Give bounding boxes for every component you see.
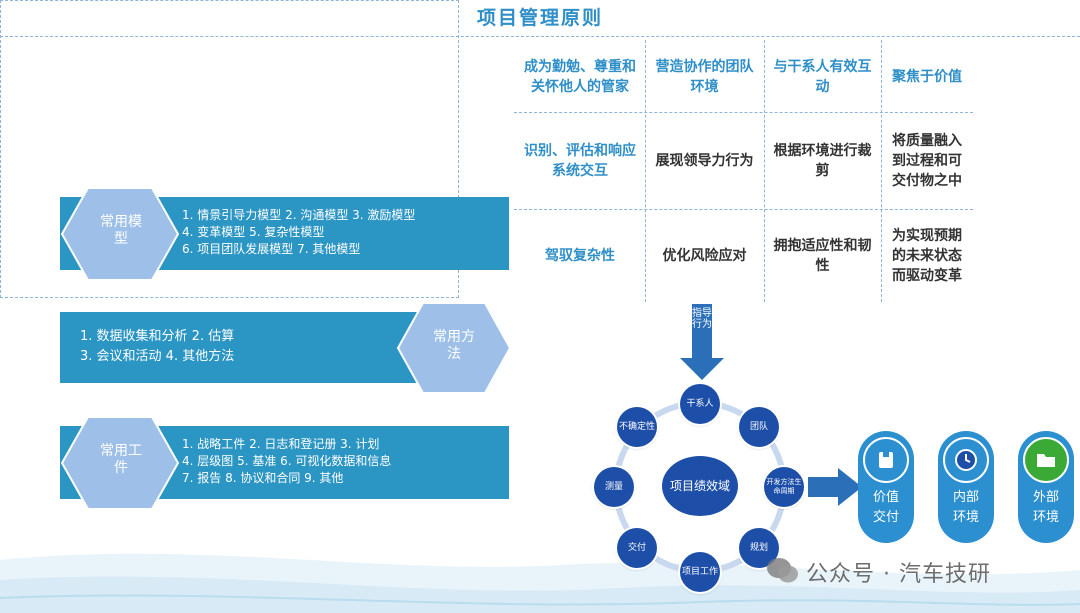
principle-cell: 拥抱适应性和韧性	[773, 238, 872, 274]
wheel-node-project-work: 项目工作	[680, 552, 720, 592]
tools-line: 1. 战略工件 2. 日志和登记册 3. 计划	[182, 437, 380, 451]
wheel-node-team: 团队	[739, 407, 779, 447]
models-line: 4. 变革模型 5. 复杂性模型	[182, 225, 325, 239]
methods-line: 3. 会议和活动 4. 其他方法	[80, 349, 235, 364]
principle-cell: 识别、评估和响应系统交互	[524, 143, 636, 179]
grid-divider	[514, 209, 973, 210]
clock-icon	[943, 437, 989, 483]
wheel-node-lifecycle: 开发方法生命周期	[764, 467, 804, 507]
folder-icon	[1023, 437, 1069, 483]
wheel-node-delivery: 交付	[617, 528, 657, 568]
tools-hexagon	[60, 416, 180, 510]
grid-divider	[514, 112, 973, 113]
principle-cell: 聚焦于价值	[892, 68, 962, 85]
principle-cell: 成为勤勉、尊重和关怀他人的管家	[524, 58, 636, 95]
wheel-node-uncertainty: 不确定性	[617, 407, 657, 447]
principles-title: 项目管理原则	[0, 0, 1080, 37]
models-line: 6. 项目团队发展模型 7. 其他模型	[182, 242, 361, 256]
right-arrow	[808, 468, 862, 506]
tools-line: 7. 报告 8. 协议和合同 9. 其他	[182, 471, 344, 485]
guide-arrow-label: 指导行为	[692, 308, 712, 330]
principle-cell: 优化风险应对	[662, 248, 747, 264]
models-line: 1. 情景引导力模型 2. 沟通模型 3. 激励模型	[182, 208, 416, 222]
principle-cell: 与干系人有效互动	[773, 58, 872, 95]
wheel-node-stakeholders: 干系人	[680, 384, 720, 424]
principles-table: 项目管理原则	[0, 0, 1080, 298]
principle-cell: 根据环境进行裁剪	[773, 143, 872, 179]
grid-divider	[645, 40, 646, 302]
principle-cell: 将质量融入到过程和可交付物之中	[892, 133, 962, 189]
value-delivery-label: 价值交付	[872, 490, 899, 525]
principle-cell: 为实现预期的未来状态而驱动变革	[892, 228, 962, 284]
watermark: 公众号 · 汽车技研	[806, 562, 991, 587]
box-icon	[863, 437, 909, 483]
grid-divider	[764, 40, 765, 302]
principle-cell: 展现领导力行为	[655, 153, 754, 169]
methods-hexagon	[396, 302, 512, 394]
methods-line: 1. 数据收集和分析 2. 估算	[80, 329, 235, 344]
models-hex-label: 常用模型	[100, 214, 142, 247]
internal-env-label: 内部环境	[952, 490, 979, 525]
principle-cell: 营造协作的团队环境	[655, 58, 754, 95]
wheel-node-measurement: 测量	[594, 467, 634, 507]
guide-arrow	[680, 304, 724, 380]
wheel-center: 项目绩效域	[662, 456, 738, 516]
principle-cell: 驾驭复杂性	[545, 248, 615, 264]
models-hexagon	[60, 187, 180, 281]
grid-divider	[881, 40, 882, 302]
wechat-icon	[767, 558, 798, 583]
tools-hex-label: 常用工件	[100, 443, 142, 476]
tools-line: 4. 层级图 5. 基准 6. 可视化数据和信息	[182, 454, 392, 468]
external-env-label: 外部环境	[1032, 490, 1059, 525]
methods-hex-label: 常用方法	[433, 329, 475, 362]
